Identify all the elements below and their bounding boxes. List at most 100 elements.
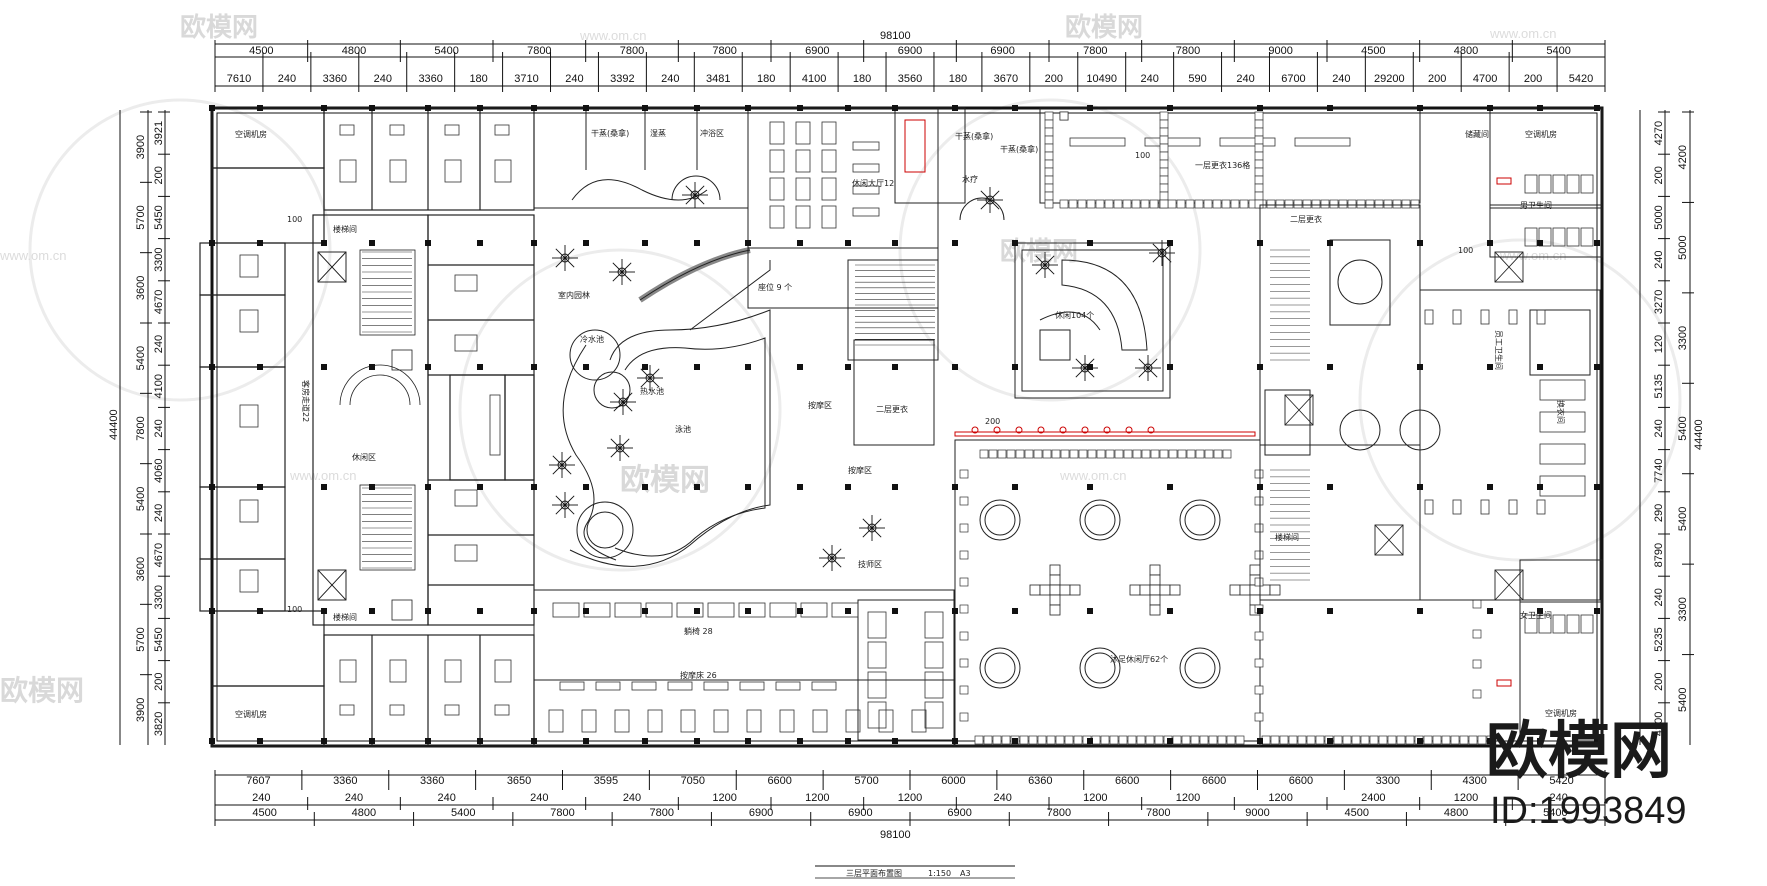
hatch-block xyxy=(1024,449,1034,459)
wc-cubicle xyxy=(1538,174,1552,194)
column xyxy=(642,240,648,246)
hatch-block xyxy=(1044,175,1054,185)
column xyxy=(1487,240,1493,246)
dimension-value: 590 xyxy=(1188,73,1206,85)
room-labels: 空调机房 空调机房 空调机房 空调机房 楼梯间 楼梯间 休闲区 室内园林 干蒸(… xyxy=(235,128,1577,719)
dimension-value: 3900 xyxy=(135,135,147,159)
column xyxy=(583,240,589,246)
column xyxy=(583,105,589,111)
room-label: 按摩床 26 xyxy=(680,670,717,680)
wc-bench xyxy=(1539,475,1586,497)
dimension-value: 3270 xyxy=(1653,290,1665,314)
hatch-block xyxy=(1254,143,1264,153)
column xyxy=(1417,240,1423,246)
dimension-value: 240 xyxy=(278,73,296,85)
dimension-value: 3360 xyxy=(418,73,442,85)
round-table xyxy=(1179,647,1221,689)
hatch-block xyxy=(1254,199,1264,209)
lounge-bed xyxy=(821,177,837,201)
column xyxy=(1537,484,1543,490)
hatch-block xyxy=(1177,449,1187,459)
hatch-block xyxy=(1167,199,1177,209)
dimension-value: 5400 xyxy=(135,487,147,511)
wc-cubicle xyxy=(1538,614,1552,634)
room-label: 楼梯间 xyxy=(333,612,357,622)
hatch-block xyxy=(992,735,1002,745)
hatch-block xyxy=(1077,199,1087,209)
column xyxy=(845,484,851,490)
watermark-url: www.om.cn xyxy=(1489,26,1556,41)
column xyxy=(745,608,751,614)
column xyxy=(642,608,648,614)
column xyxy=(845,738,851,744)
hatch-block xyxy=(1254,135,1264,145)
lounge-chairs xyxy=(548,602,944,733)
dimension-value: 4800 xyxy=(352,807,376,819)
right-wing xyxy=(1259,107,1603,747)
column xyxy=(745,364,751,370)
column xyxy=(1417,738,1423,744)
column xyxy=(952,608,958,614)
column xyxy=(1087,105,1093,111)
dimension-value: 240 xyxy=(345,792,363,804)
room-label: 一层更衣136格 xyxy=(1195,160,1250,170)
column xyxy=(892,738,898,744)
wc-cubicle xyxy=(1566,614,1580,634)
column xyxy=(694,608,700,614)
pool-zone xyxy=(533,107,771,567)
dimension-value: 3300 xyxy=(1376,775,1400,787)
wc-bench xyxy=(1539,443,1586,465)
column xyxy=(1257,364,1263,370)
hatch-block xyxy=(959,577,969,587)
hatch-block xyxy=(1383,199,1393,209)
hatch-block xyxy=(1127,735,1137,745)
hatch-block xyxy=(1472,629,1482,639)
hatch-block xyxy=(1194,199,1204,209)
wc-bench xyxy=(1539,379,1586,401)
hatch-block xyxy=(1100,735,1110,745)
cross-seating xyxy=(1029,564,1281,616)
dimension-value: 7740 xyxy=(1653,458,1665,482)
column xyxy=(1327,105,1333,111)
column xyxy=(1487,105,1493,111)
room-label: 热水池 xyxy=(640,386,664,396)
hatch-block xyxy=(1369,735,1379,745)
hatch-block xyxy=(1109,735,1119,745)
column xyxy=(1594,738,1600,744)
hatch-block xyxy=(1329,199,1339,209)
lounge-chair xyxy=(924,701,944,729)
column xyxy=(1087,608,1093,614)
hatch-block xyxy=(1254,151,1264,161)
lounge-chair xyxy=(811,681,837,691)
dimension-value: 5450 xyxy=(153,205,165,229)
hatch-block xyxy=(1159,183,1169,193)
dimension-value: 6900 xyxy=(848,807,872,819)
hatch-block xyxy=(1441,735,1451,745)
lounge-chair xyxy=(713,709,729,733)
column xyxy=(797,738,803,744)
lounge-chair xyxy=(614,709,630,733)
hatch-block xyxy=(1091,735,1101,745)
hatch-block xyxy=(1213,449,1223,459)
hatch-block xyxy=(1064,735,1074,745)
watermark-url: www.om.cn xyxy=(579,28,646,43)
wc-cubicle xyxy=(1552,174,1566,194)
dimension-value: 6900 xyxy=(749,807,773,819)
asset-id: ID:1993849 xyxy=(1490,790,1687,832)
round-table xyxy=(1079,499,1121,541)
dimension-value: 200 xyxy=(1653,673,1665,691)
dimension-value: 240 xyxy=(623,792,641,804)
room-label: 女卫生间 xyxy=(1520,610,1552,620)
lounge-chair xyxy=(831,602,859,618)
hatch-block xyxy=(1086,199,1096,209)
dimension-value: 7800 xyxy=(1146,807,1170,819)
lounge-beds xyxy=(769,121,1351,229)
hatch-block xyxy=(1254,167,1264,177)
hatch-block xyxy=(1254,631,1264,641)
lounge-chair xyxy=(867,701,887,729)
hatch-block xyxy=(1159,167,1169,177)
lounge-chair xyxy=(812,709,828,733)
hatch-block xyxy=(1293,199,1303,209)
hatch-block xyxy=(1114,449,1124,459)
